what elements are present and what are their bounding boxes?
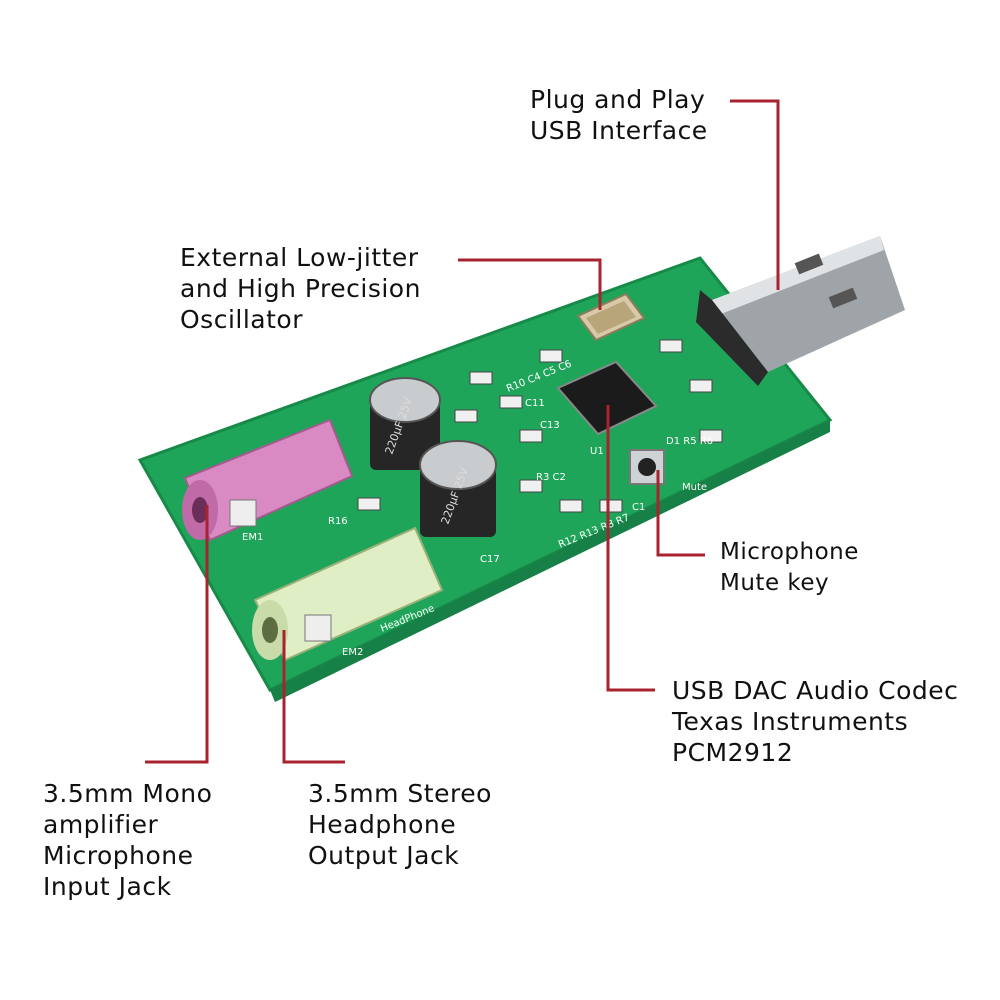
callout-codec: USB DAC Audio Codec Texas Instruments PC…: [672, 675, 958, 768]
callout-mute-key: Microphone Mute key: [720, 537, 859, 599]
callout-oscillator-line-3: Oscillator: [180, 305, 303, 334]
callout-line-oscillator: [458, 258, 602, 310]
callout-usb-line-2: USB Interface: [530, 116, 708, 145]
callout-codec-line-3: PCM2912: [672, 738, 794, 767]
silk-u1: U1: [590, 446, 604, 457]
callout-mic-jack-line-3: Microphone: [43, 841, 194, 870]
callout-codec-line-1: USB DAC Audio Codec: [672, 676, 959, 705]
capacitor-2: [419, 440, 497, 537]
callout-usb-interface: Plug and Play USB Interface: [530, 84, 708, 146]
callout-mic-jack-line-4: Input Jack: [43, 872, 172, 901]
codec-chip: [556, 360, 658, 436]
callout-line-usb: [730, 99, 780, 290]
silk-r3c2: R3 C2: [536, 472, 566, 483]
silk-em2: EM2: [342, 647, 363, 658]
silk-mute: Mute: [682, 482, 707, 493]
callout-oscillator: External Low-jitter and High Precision O…: [180, 242, 421, 335]
callout-oscillator-line-2: and High Precision: [180, 274, 421, 303]
callout-usb-line-1: Plug and Play: [530, 85, 706, 114]
silk-c17: C17: [480, 554, 500, 565]
capacitor-1: [369, 377, 441, 470]
silk-c11: C11: [525, 398, 545, 409]
silk-c1: C1: [632, 502, 645, 513]
oscillator-component: [576, 292, 646, 342]
callout-mic-jack-line-2: amplifier: [43, 810, 159, 839]
callout-mic-jack-line-1: 3.5mm Mono: [43, 779, 213, 808]
callout-lines: [145, 99, 780, 764]
callout-headphone-jack-line-1: 3.5mm Stereo: [308, 779, 492, 808]
callout-mic-jack: 3.5mm Mono amplifier Microphone Input Ja…: [43, 778, 212, 902]
callout-headphone-jack: 3.5mm Stereo Headphone Output Jack: [308, 778, 492, 871]
silk-d1r5: D1 R5 R6: [666, 436, 713, 447]
microphone-jack: [182, 418, 354, 542]
callout-line-mic-jack: [145, 505, 209, 764]
callout-line-codec: [606, 405, 655, 692]
usb-connector: [696, 236, 905, 386]
silk-em1: EM1: [242, 532, 263, 543]
silk-c13: C13: [540, 420, 560, 431]
headphone-jack: [252, 526, 444, 662]
callout-line-headphone-jack: [282, 630, 345, 764]
smd-components: [357, 339, 723, 513]
callout-mute-line-2: Mute key: [720, 570, 830, 596]
callout-headphone-jack-line-2: Headphone: [308, 810, 457, 839]
callout-mute-line-1: Microphone: [720, 539, 859, 565]
callout-line-mute: [656, 470, 705, 557]
callout-headphone-jack-line-3: Output Jack: [308, 841, 460, 870]
callout-codec-line-2: Texas Instruments: [672, 707, 909, 736]
callout-oscillator-line-1: External Low-jitter: [180, 243, 419, 272]
silk-r16: R16: [328, 516, 348, 527]
pcb-board-edge: [270, 420, 830, 702]
